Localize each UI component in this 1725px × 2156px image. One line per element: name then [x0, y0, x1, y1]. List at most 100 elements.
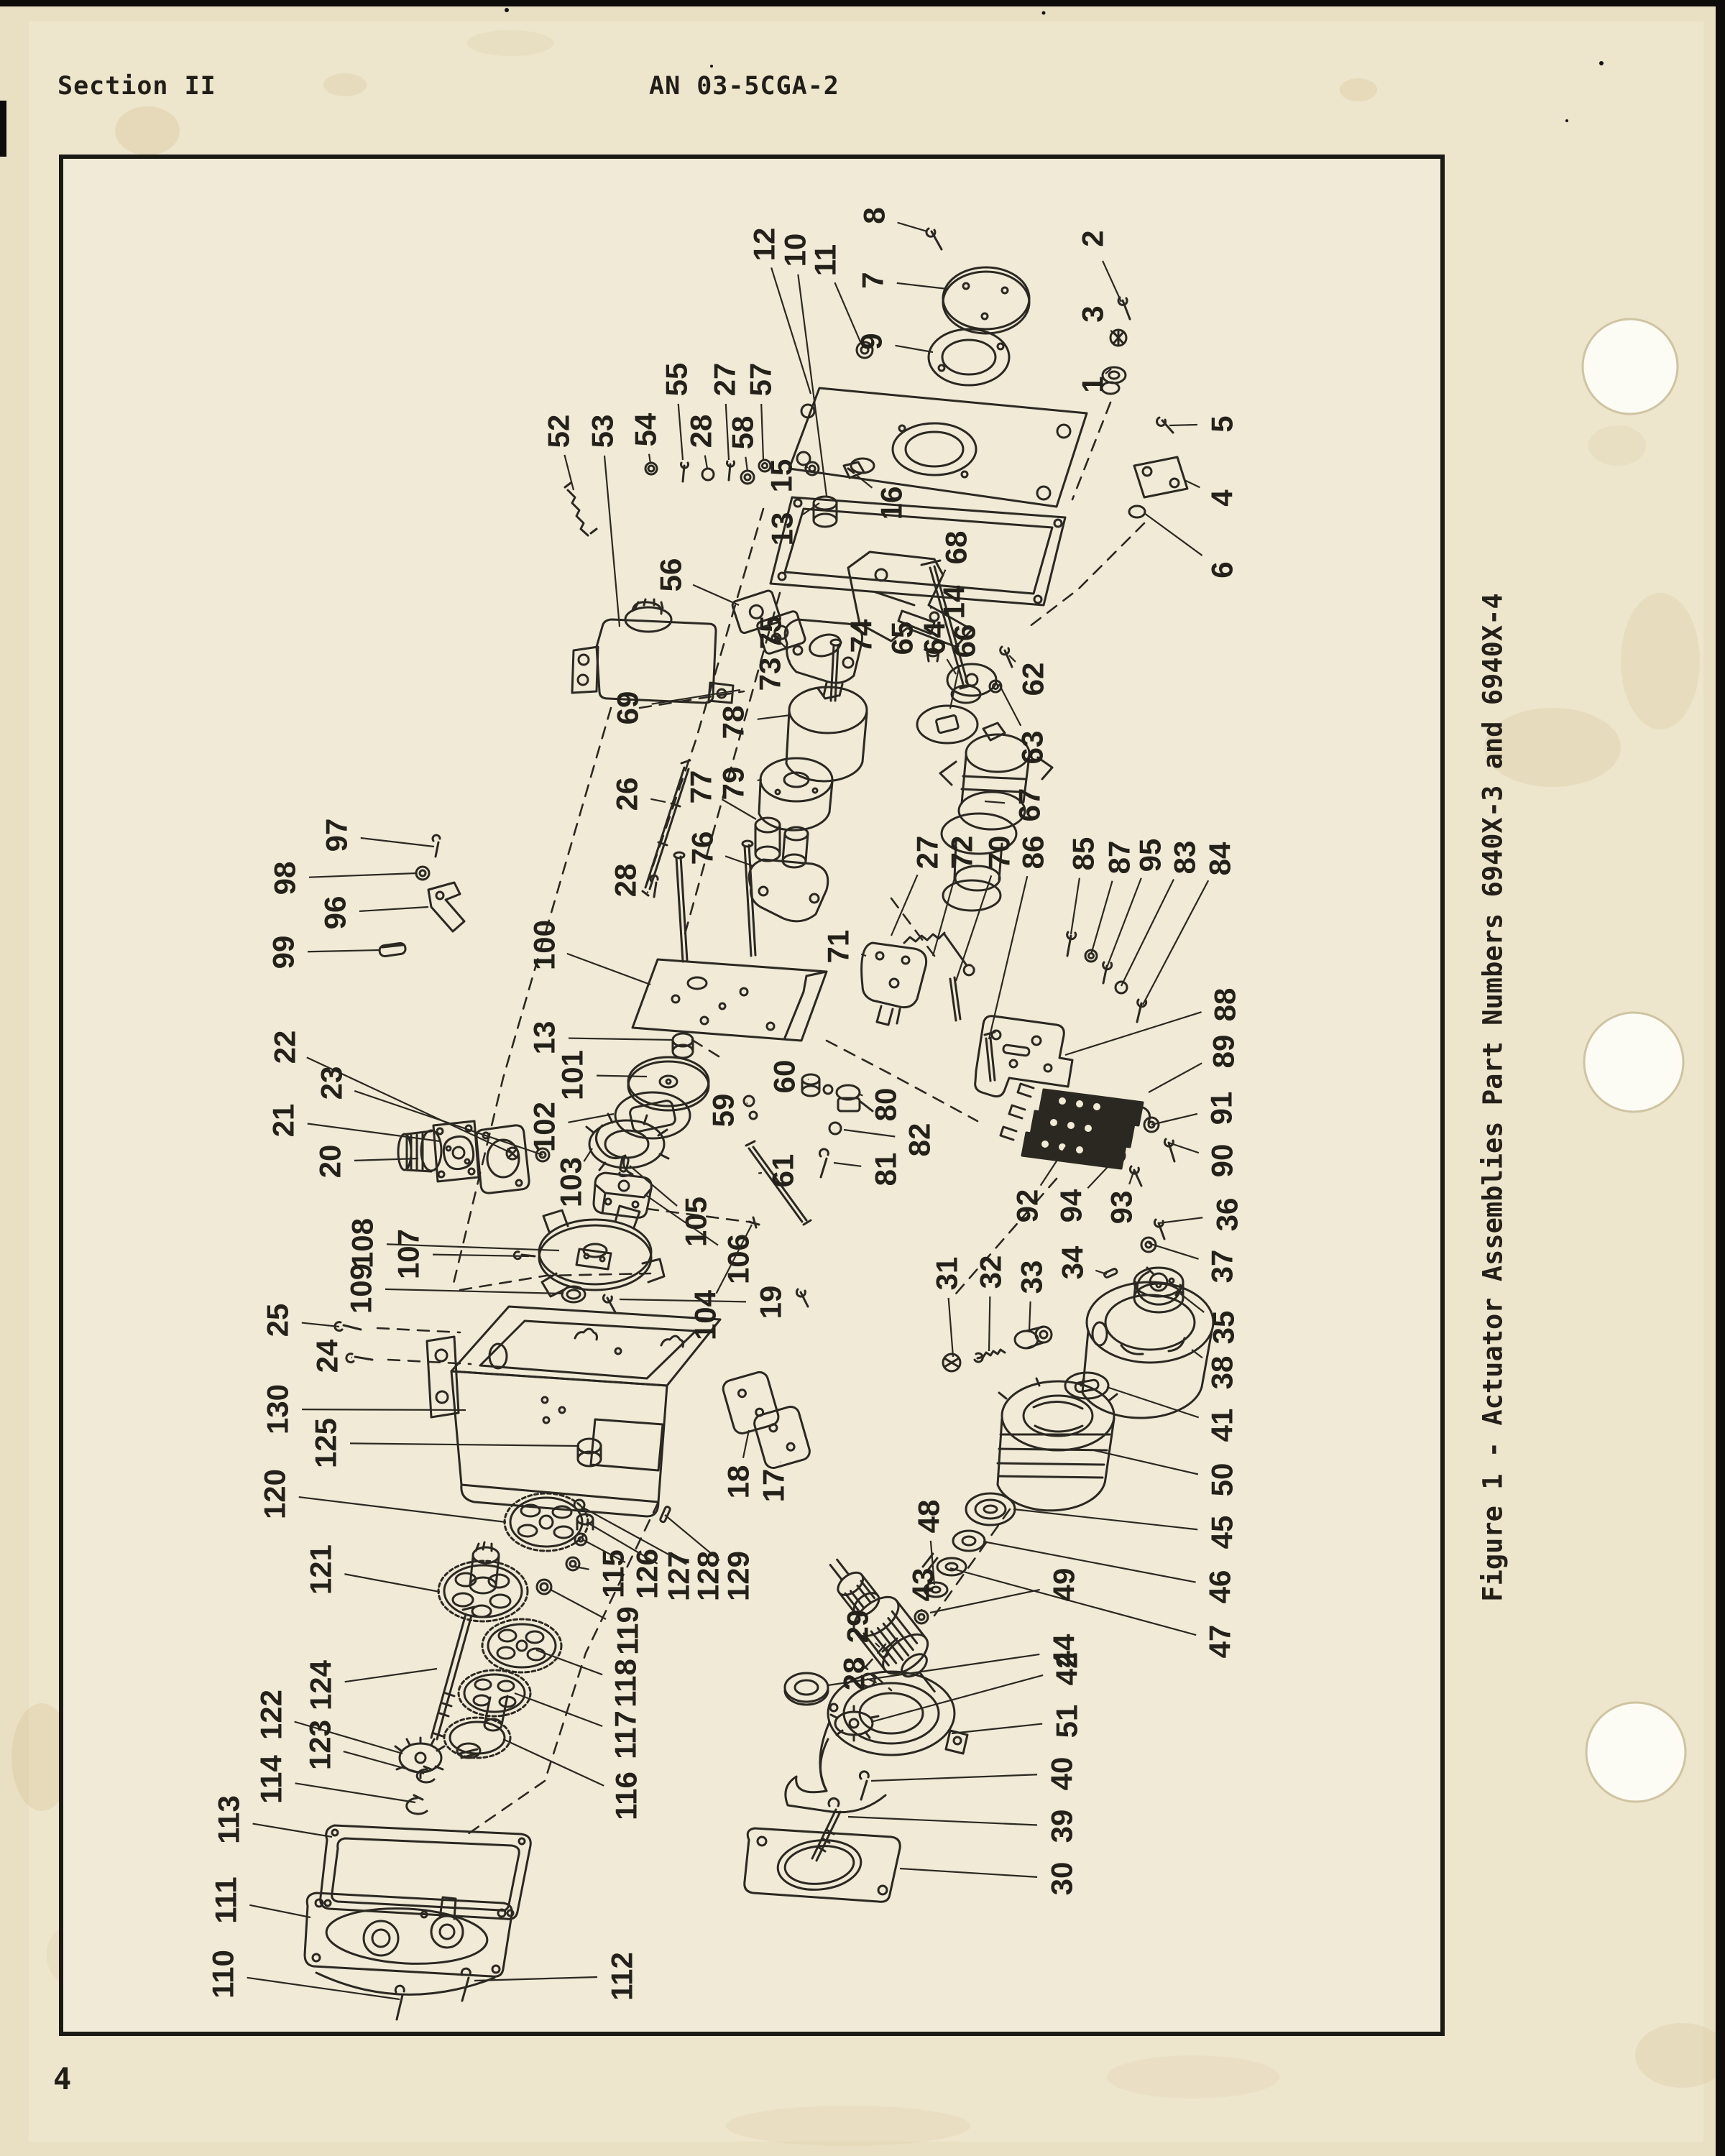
leader-line-42: [870, 1674, 1044, 1723]
figure-caption: Figure 1 - Actuator Assemblies Part Numb…: [1477, 593, 1509, 1602]
leader-line-26: [650, 798, 666, 803]
leader-line-41: [1106, 1386, 1200, 1419]
part-label-71: 71: [822, 930, 855, 964]
leader-line-39: [847, 1815, 1038, 1826]
leader-line-120: [298, 1496, 507, 1524]
leader-line-110: [247, 1976, 400, 2001]
part-label-68: 68: [939, 531, 973, 565]
part-label-103: 103: [554, 1157, 588, 1207]
leader-line-65: [923, 648, 931, 653]
gear-train-group: [394, 1437, 671, 1815]
leader-line-21: [307, 1123, 441, 1143]
part-label-22: 22: [268, 1031, 302, 1064]
part-label-116: 116: [610, 1772, 643, 1820]
connector-group: [397, 1120, 551, 1194]
leader-line-32: [988, 1296, 991, 1352]
leader-line-115: [574, 1565, 589, 1570]
part-label-79: 79: [717, 767, 750, 801]
part-label-108: 108: [346, 1218, 380, 1268]
leader-line-75: [777, 639, 788, 650]
leader-line-68: [942, 569, 947, 576]
part-label-40: 40: [1045, 1757, 1079, 1791]
part-label-118: 118: [609, 1659, 643, 1708]
part-label-54: 54: [629, 413, 663, 446]
part-label-104: 104: [689, 1289, 722, 1340]
part-label-43: 43: [906, 1568, 940, 1602]
leader-line-46: [983, 1540, 1196, 1583]
part-label-67: 67: [1013, 788, 1046, 822]
leader-line-4: [1184, 479, 1200, 489]
part-label-57: 57: [744, 363, 778, 397]
leader-line-76: [724, 855, 754, 867]
leader-line-28: [646, 890, 649, 893]
leader-line-127: [586, 1521, 658, 1565]
part-label-45: 45: [1205, 1516, 1239, 1549]
part-label-15: 15: [765, 459, 799, 493]
part-label-101: 101: [556, 1050, 589, 1100]
leader-line-8: [897, 221, 928, 233]
part-label-39: 39: [1045, 1810, 1079, 1843]
part-label-129: 129: [722, 1551, 755, 1601]
part-label-58: 58: [726, 416, 760, 450]
part-label-66: 66: [948, 625, 982, 658]
part-label-42: 42: [1050, 1652, 1084, 1686]
leader-line-54: [648, 453, 652, 464]
part-label-122: 122: [254, 1690, 288, 1740]
part-label-18: 18: [722, 1465, 755, 1499]
part-label-87: 87: [1103, 841, 1136, 875]
leader-line-50: [1093, 1449, 1199, 1475]
part-label-82: 82: [903, 1123, 937, 1157]
leader-line-69: [651, 688, 741, 705]
part-label-86: 86: [1016, 836, 1050, 870]
part-label-72: 72: [945, 836, 979, 870]
part-label-47: 47: [1203, 1625, 1237, 1659]
leader-line-123: [343, 1750, 425, 1775]
part-label-23: 23: [315, 1067, 349, 1100]
leader-line-14: [929, 606, 934, 609]
part-label-117: 117: [609, 1710, 643, 1759]
leader-line-84: [1142, 880, 1210, 1005]
part-label-32: 32: [974, 1256, 1008, 1289]
leader-line-67: [984, 800, 1006, 804]
leader-line-63: [998, 683, 1022, 727]
leader-line-55: [677, 403, 684, 461]
leader-line-20: [354, 1157, 419, 1161]
leader-line-106: [644, 1194, 719, 1246]
part-label-109: 109: [344, 1263, 378, 1314]
leader-line-112: [474, 1976, 598, 1982]
leader-line-64: [946, 658, 957, 675]
part-label-19: 19: [754, 1286, 788, 1319]
part-label-3: 3: [1076, 305, 1110, 322]
leader-line-70: [954, 875, 993, 982]
part-label-1: 1: [1076, 376, 1110, 392]
part-label-30: 30: [1045, 1862, 1079, 1896]
part-label-12: 12: [748, 228, 781, 262]
leader-line-25: [301, 1322, 340, 1328]
leader-line-36: [1158, 1217, 1203, 1225]
part-label-99: 99: [267, 936, 300, 969]
part-label-31: 31: [930, 1257, 964, 1291]
leader-line-105: [629, 1165, 678, 1207]
leader-line-95: [1105, 877, 1142, 968]
leader-line-111: [249, 1904, 311, 1919]
leader-line-98: [308, 872, 418, 878]
part-label-102: 102: [528, 1102, 561, 1152]
part-label-93: 93: [1105, 1191, 1138, 1225]
switch-stack-group: [974, 1015, 1176, 1253]
scan-edge-top: [0, 0, 1725, 6]
leader-line-109: [385, 1288, 564, 1295]
leader-line-27: [890, 874, 919, 936]
leader-line-114: [295, 1782, 416, 1804]
part-label-56: 56: [654, 558, 688, 592]
leader-line-117: [514, 1692, 603, 1728]
part-label-126: 126: [630, 1549, 664, 1599]
part-label-38: 38: [1205, 1356, 1239, 1390]
part-label-33: 33: [1015, 1261, 1049, 1294]
leader-line-9: [895, 344, 934, 354]
part-label-10: 10: [778, 234, 812, 267]
leader-line-30: [899, 1867, 1038, 1878]
part-label-70: 70: [983, 836, 1016, 870]
leader-line-91: [1151, 1112, 1198, 1126]
